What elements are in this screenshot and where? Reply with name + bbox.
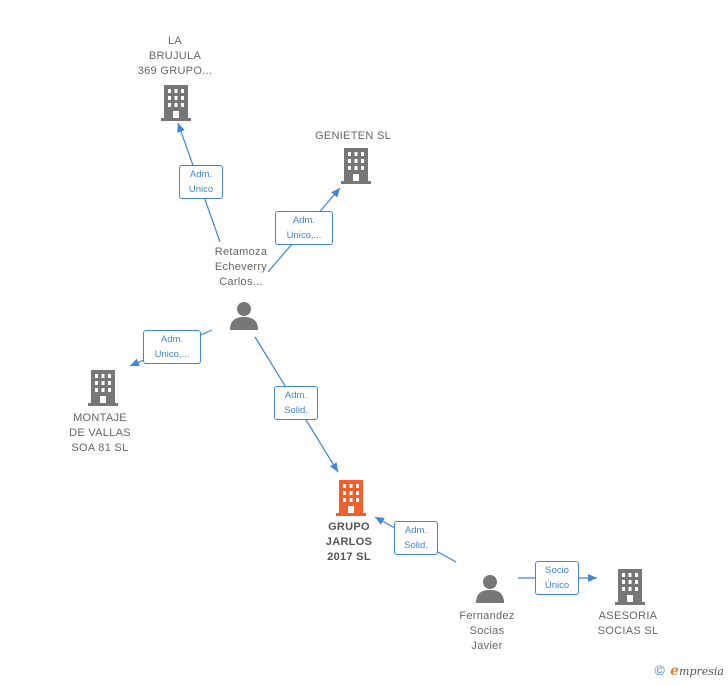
person-icon[interactable] <box>229 300 259 330</box>
label-line: GRUPO <box>328 521 370 533</box>
label-line: Javier <box>471 640 503 652</box>
edge-role-box[interactable]: Adm. Unico <box>179 165 223 199</box>
edge-role-line: Socio <box>545 565 569 576</box>
label-line: MONTAJE <box>73 412 127 424</box>
brand-logo: empresia <box>670 663 724 679</box>
label-line: JARLOS <box>325 536 373 548</box>
label-line: 2017 SL <box>327 551 371 563</box>
edge-role-box[interactable]: Adm. Solid. <box>274 386 318 420</box>
node-label-la-brujula[interactable]: LA BRUJULA 369 GRUPO... <box>120 34 230 79</box>
label-line: GENIETEN SL <box>314 130 392 142</box>
edge-role-line: Adm. <box>160 334 184 345</box>
building-icon[interactable] <box>161 85 191 121</box>
node-label-genieten[interactable]: GENIETEN SL <box>298 129 408 144</box>
edge-role-line: Unico <box>188 184 214 195</box>
label-line: Retamoza <box>214 246 268 258</box>
label-line: ASESORIA <box>598 610 658 622</box>
edge-role-line: Unico,... <box>154 349 190 360</box>
label-line: DE VALLAS <box>69 427 131 439</box>
brand-name: mpresia <box>679 665 724 678</box>
edge-role-box[interactable]: Adm. Unico,... <box>143 330 201 364</box>
node-label-montaje[interactable]: MONTAJE DE VALLAS SOA 81 SL <box>45 411 155 456</box>
edge-role-line: Adm. <box>284 390 308 401</box>
edge-role-line: Unico,... <box>286 230 322 241</box>
edge-role-box[interactable]: Adm. Solid. <box>394 521 438 555</box>
label-line: SOA 81 SL <box>71 442 129 454</box>
edge-role-box[interactable]: Adm. Unico,... <box>275 211 333 245</box>
edge-role-line: Adm. <box>189 169 213 180</box>
node-label-asesoria[interactable]: ASESORIA SOCIAS SL <box>573 609 683 639</box>
building-icon[interactable] <box>341 148 371 184</box>
person-icon[interactable] <box>475 573 505 603</box>
label-line: SOCIAS SL <box>597 625 659 637</box>
label-line: Fernandez <box>459 610 515 622</box>
node-label-retamoza[interactable]: Retamoza Echeverry Carlos... <box>186 245 296 290</box>
node-label-grupo-jarlos[interactable]: GRUPO JARLOS 2017 SL <box>294 520 404 565</box>
label-line: Socias <box>469 625 505 637</box>
edge-role-line: Adm. <box>292 215 316 226</box>
edge-role-line: Adm. <box>404 525 428 536</box>
label-line: BRUJULA <box>148 50 202 62</box>
label-line: LA <box>167 35 183 47</box>
copyright-symbol: © <box>654 662 665 678</box>
copyright-footer: © empresia <box>654 662 724 679</box>
edge-role-line: Solid. <box>284 405 308 416</box>
brand-initial: e <box>670 663 680 679</box>
edge-role-box[interactable]: Socio Único <box>535 561 579 595</box>
edge-role-line: Único <box>544 580 570 591</box>
label-line: Echeverry <box>214 261 268 273</box>
label-line: Carlos... <box>219 276 263 288</box>
node-label-fernandez[interactable]: Fernandez Socias Javier <box>432 609 542 654</box>
building-icon[interactable] <box>88 370 118 406</box>
label-line: 369 GRUPO... <box>137 65 213 77</box>
building-icon-main[interactable] <box>336 480 366 516</box>
edge-role-line: Solid. <box>404 540 428 551</box>
building-icon[interactable] <box>615 569 645 605</box>
